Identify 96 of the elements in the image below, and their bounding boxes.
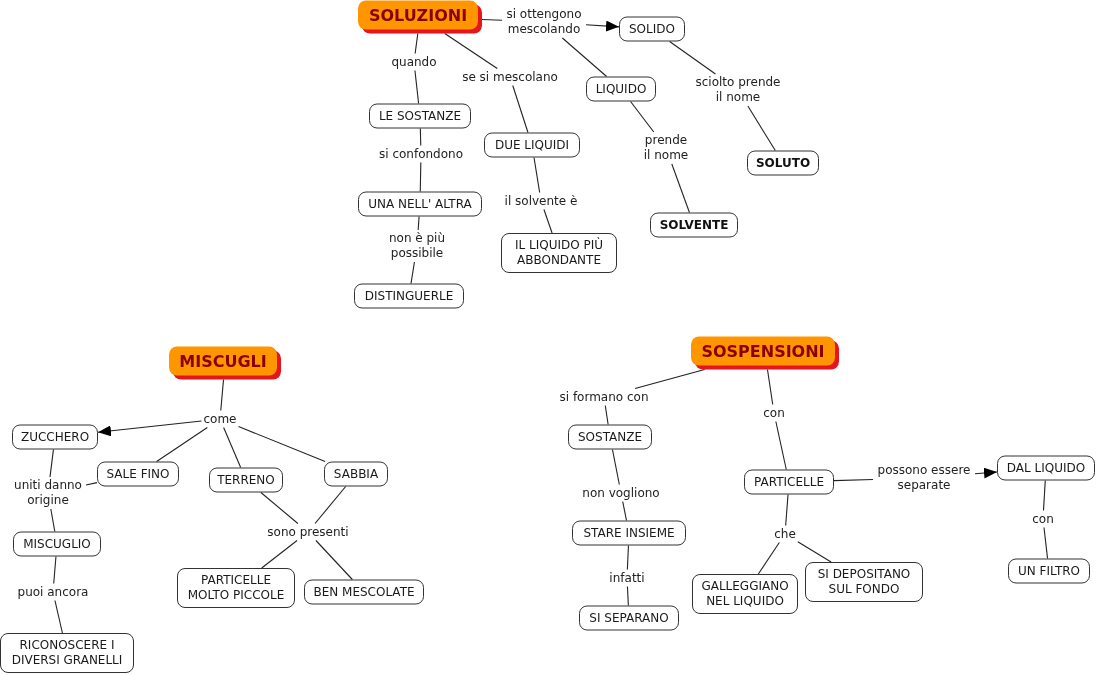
connector-line <box>414 69 420 105</box>
connector-line <box>410 261 415 285</box>
concept-box: DAL LIQUIDO <box>997 455 1095 481</box>
main-concept-label: SOSPENSIONI <box>700 340 826 363</box>
main-concept-box <box>691 336 839 370</box>
linking-phrase: il solvente è <box>502 192 580 210</box>
connector-line <box>414 32 419 55</box>
linking-phrase: come <box>201 410 239 428</box>
linking-phrase: quando <box>389 53 439 71</box>
linking-phrase: non è più possibile <box>385 230 449 262</box>
concept-box: PARTICELLE MOLTO PICCOLE <box>177 568 295 608</box>
concept-box: PARTICELLE <box>744 469 834 495</box>
connector-line <box>261 539 298 569</box>
connector-line <box>766 368 774 406</box>
connector-line <box>626 585 629 607</box>
connector-line <box>775 420 787 471</box>
connector-line <box>237 425 326 463</box>
main-concept-label: MISCUGLI <box>178 350 268 373</box>
linking-phrase: con <box>761 404 787 422</box>
linking-phrase: infatti <box>607 569 647 587</box>
concept-box: SOLVENTE <box>650 212 738 238</box>
linking-phrase: possono essere separate <box>873 462 975 494</box>
concept-box: LIQUIDO <box>586 76 656 102</box>
concept-box: RICONOSCERE I DIVERSI GRANELLI <box>0 633 134 673</box>
connector-line <box>1042 479 1046 512</box>
connector-line <box>315 539 353 581</box>
connector-line <box>747 105 776 152</box>
concept-box: SOSTANZE <box>568 424 652 450</box>
connector-line <box>260 491 299 525</box>
connector-line <box>622 500 628 522</box>
connector-line <box>53 555 57 585</box>
concept-box: DUE LIQUIDI <box>484 132 580 158</box>
connector-line <box>220 378 225 412</box>
connector-line <box>314 485 347 525</box>
connector-line <box>533 156 541 194</box>
main-concept-label: SOLUZIONI <box>367 4 469 27</box>
connector-line <box>223 426 242 469</box>
connector-line <box>156 426 208 463</box>
linking-phrase: si confondono <box>377 145 465 163</box>
linking-phrase: con <box>1030 510 1056 528</box>
concept-box: BEN MESCOLATE <box>304 579 424 605</box>
linking-phrase: che <box>772 525 798 543</box>
connector-line <box>50 508 56 533</box>
connector-line <box>669 40 716 75</box>
concept-box: SALE FINO <box>97 461 179 487</box>
connector-line <box>419 127 422 147</box>
connector-line <box>85 482 98 486</box>
arrow <box>97 420 203 437</box>
connector-line <box>49 448 54 478</box>
arrow <box>974 467 998 479</box>
concept-box: IL LIQUIDO PIÙ ABBONDANTE <box>501 233 617 273</box>
concept-box: SI DEPOSITANO SUL FONDO <box>805 562 923 602</box>
connector-line <box>797 541 832 563</box>
linking-phrase: uniti danno origine <box>10 477 86 509</box>
connector-line <box>757 541 780 575</box>
connector-line <box>626 544 629 571</box>
concept-box: TERRENO <box>209 467 283 493</box>
linking-phrase: puoi ancora <box>15 583 91 601</box>
concept-box: SI SEPARANO <box>579 605 679 631</box>
concept-box: SABBIA <box>324 461 388 487</box>
arrow <box>585 20 620 32</box>
linking-phrase: non vogliono <box>580 484 662 502</box>
connector-line <box>671 163 690 214</box>
linking-phrase: sciolto prende il nome <box>691 74 785 106</box>
connector-line <box>444 32 498 70</box>
concept-box: MISCUGLIO <box>13 531 101 557</box>
concept-box: DISTINGUERLE <box>354 283 464 309</box>
connector-line <box>630 100 655 133</box>
main-concept-box <box>169 346 281 380</box>
connector-line <box>54 599 63 634</box>
connector-line <box>833 478 874 482</box>
main-concept-box <box>358 0 482 34</box>
linking-phrase: si ottengono mescolando <box>502 6 586 38</box>
connector-line <box>561 37 608 78</box>
concept-box: SOLIDO <box>619 16 685 42</box>
concept-box: SOLUTO <box>747 150 819 176</box>
connector-line <box>634 368 706 390</box>
connector-line <box>512 84 529 134</box>
linking-phrase: se si mescolano <box>460 68 560 86</box>
concept-box: UN FILTRO <box>1008 558 1090 584</box>
connector-line <box>611 448 620 486</box>
concept-box: UNA NELL' ALTRA <box>358 191 482 217</box>
concept-box: GALLEGGIANO NEL LIQUIDO <box>692 574 798 614</box>
linking-phrase: si formano con <box>557 388 651 406</box>
connector-line <box>419 161 422 193</box>
connector-line <box>604 404 609 426</box>
connector-line <box>543 208 553 234</box>
concept-box: ZUCCHERO <box>12 424 98 450</box>
concept-box: STARE INSIEME <box>572 520 686 546</box>
connector-line <box>785 493 789 527</box>
connector-line <box>417 215 420 231</box>
connector-line <box>1043 526 1049 560</box>
connector-line <box>481 18 503 21</box>
concept-box: LE SOSTANZE <box>369 103 471 129</box>
linking-phrase: prende il nome <box>640 132 692 164</box>
linking-phrase: sono presenti <box>265 523 351 541</box>
